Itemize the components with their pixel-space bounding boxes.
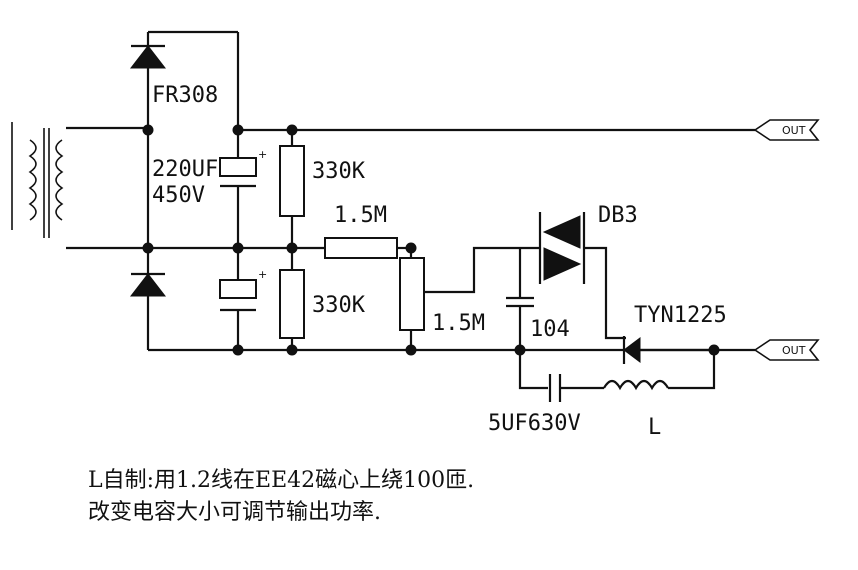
scr-tyn1225 [622,336,641,364]
svg-text:OUT: OUT [782,344,806,357]
diac-db3 [520,212,626,340]
label-450v: 450V [152,183,205,208]
svg-text:OUT: OUT [782,124,806,137]
label-inductor-l: L [648,415,661,440]
diode-bottom [129,272,167,297]
label-220uf: 220UF [152,157,218,182]
label-1-5m-series: 1.5M [334,203,387,228]
capacitor-220uf-lower: + [219,248,267,350]
resistor-330k-lower [279,269,305,350]
svg-text:+: + [258,268,267,281]
resistor-1-5m-vertical [399,246,520,350]
label-db3: DB3 [598,203,638,228]
resistor-330k-upper [279,130,305,270]
junction-dots [142,124,720,356]
label-fr308: FR308 [152,83,218,108]
label-1-5m-vertical: 1.5M [432,311,485,336]
label-104: 104 [530,317,570,342]
label-330k-lower: 330K [312,293,366,318]
capacitor-104 [506,248,534,350]
bridge-left-rail [146,30,714,352]
svg-text:+: + [258,148,267,161]
out-terminal-bottom: OUT [753,339,820,361]
inductor-l [603,350,716,391]
transformer [11,122,148,250]
out-terminal-top: OUT [753,119,820,141]
diode-fr308-top [129,44,167,69]
label-tyn1225: TYN1225 [634,303,727,328]
label-5uf630v: 5UF630V [488,411,581,436]
label-330k-upper: 330K [312,159,366,184]
resistor-1-5m-series [324,237,411,259]
note-line-1: L自制:用1.2线在EE42磁心上绕100匝. [88,468,475,493]
note-line-2: 改变电容大小可调节输出功率. [88,500,381,525]
capacitor-220uf-upper: + [219,130,267,248]
capacitor-5uf630v [518,350,604,402]
